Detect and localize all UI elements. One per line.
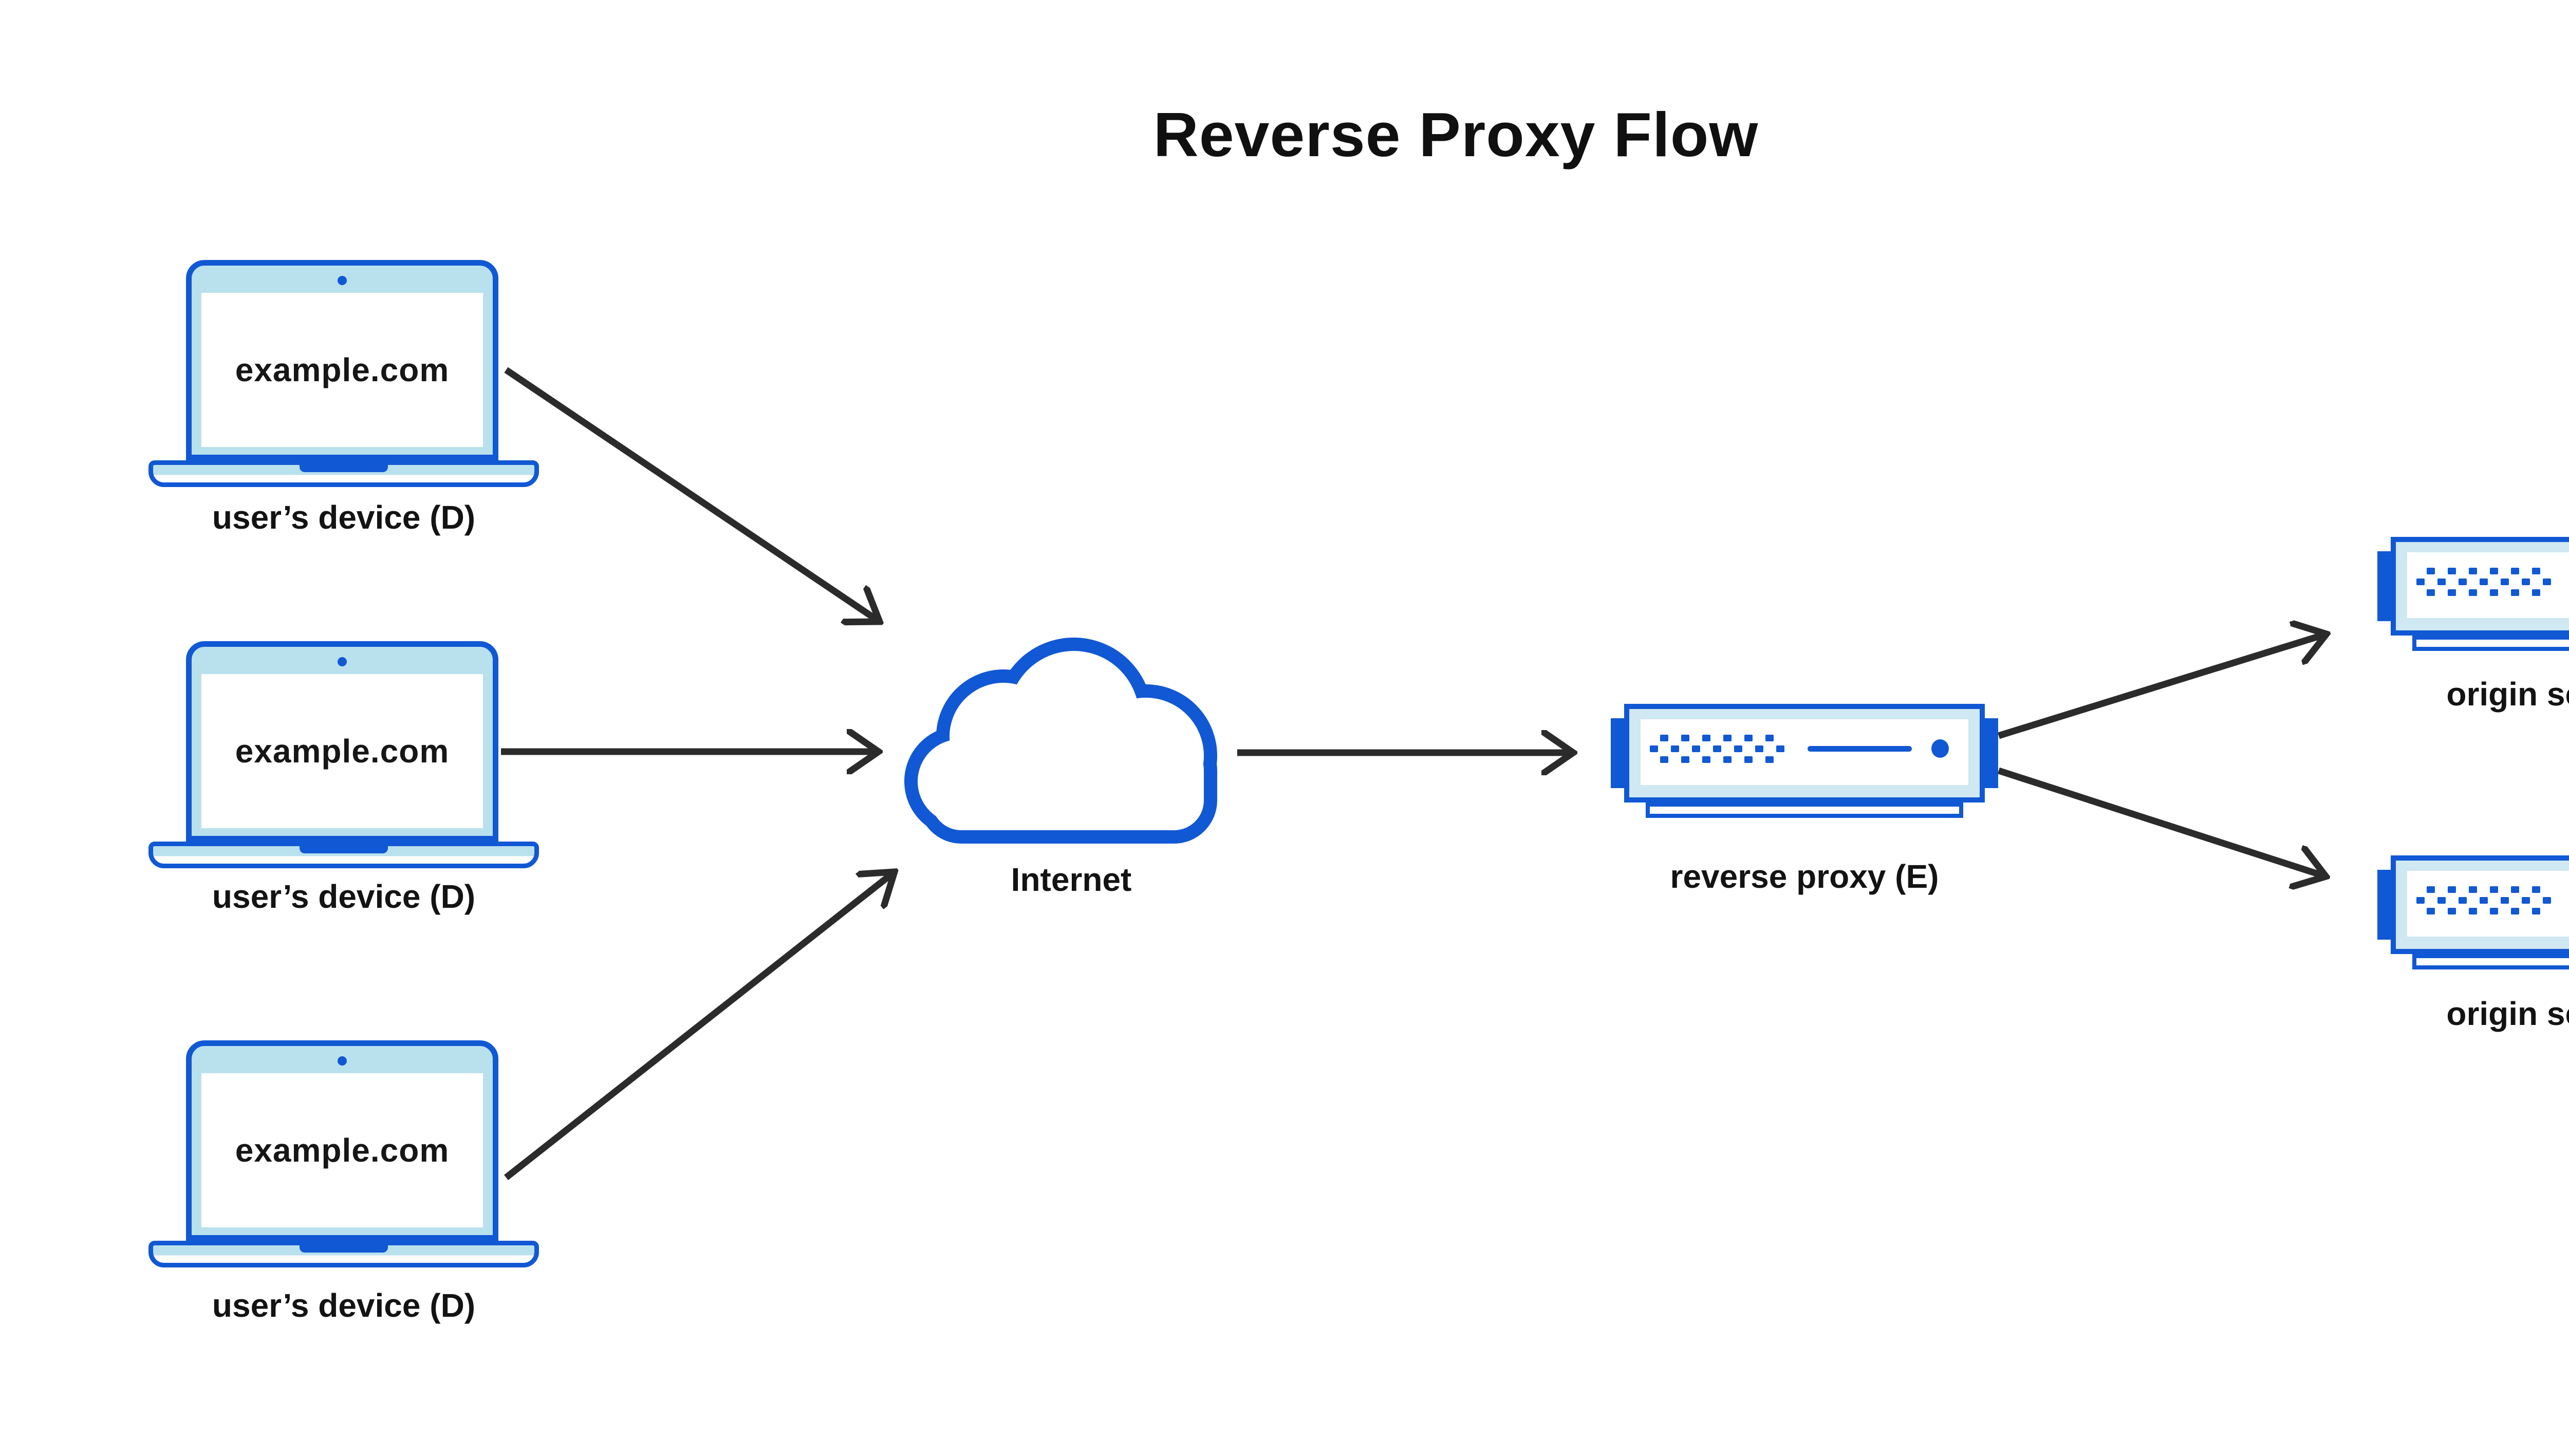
laptop-notch: [300, 1245, 388, 1253]
device3-label: user’s device (D): [212, 1287, 476, 1324]
server-face-detail: [2416, 886, 2551, 914]
server-face: [2407, 552, 2569, 618]
rack-server-icon: [2391, 855, 2569, 954]
rack-server-icon: [2391, 537, 2569, 636]
server-face-detail: [2416, 568, 2551, 596]
internet-label: Internet: [1011, 861, 1132, 898]
laptop-screen: example.com: [201, 674, 483, 828]
camera-dot-icon: [338, 657, 347, 666]
reverse-proxy-label: reverse proxy (E): [1670, 858, 1939, 895]
user-device-2: example.com: [148, 641, 539, 868]
laptop-icon: example.com: [186, 1040, 498, 1241]
server-base: [2412, 636, 2569, 651]
laptop-base: [148, 460, 539, 487]
device2-label: user’s device (D): [212, 878, 476, 915]
page-title: Reverse Proxy Flow: [1153, 100, 1759, 170]
laptop-screen: example.com: [201, 293, 483, 447]
laptop-screen: example.com: [201, 1073, 483, 1227]
origin-server-1-label: origin server (F): [2446, 676, 2569, 713]
arrow-device3-to-internet: [504, 872, 895, 1181]
laptop-base: [148, 1241, 539, 1267]
device3-screen-url: example.com: [235, 1132, 450, 1169]
laptop-icon: example.com: [186, 641, 498, 842]
user-device-1: example.com: [148, 260, 539, 487]
arrow-proxy-to-origin2: [1997, 767, 2326, 876]
camera-dot-icon: [338, 276, 347, 285]
cloud-icon: [904, 638, 1217, 844]
server-face: [2407, 871, 2569, 937]
server-base: [2412, 954, 2569, 969]
laptop-notch: [300, 846, 388, 853]
origin-server-2: [2377, 855, 2569, 969]
reverse-proxy: [1611, 704, 1998, 818]
server-face-detail: [1650, 735, 1949, 763]
camera-dot-icon: [338, 1056, 347, 1066]
arrow-device1-to-internet: [504, 367, 880, 622]
rack-server-icon: [1624, 704, 1985, 802]
server-face: [1641, 719, 1968, 785]
origin-server-2-label: origin server (F): [2446, 995, 2569, 1032]
device1-label: user’s device (D): [212, 499, 476, 536]
server-base: [1646, 802, 1963, 818]
user-device-3: example.com: [148, 1040, 539, 1267]
origin-server-1: [2377, 537, 2569, 651]
device2-screen-url: example.com: [235, 733, 450, 770]
laptop-notch: [300, 465, 388, 472]
laptop-base: [148, 842, 539, 868]
arrow-proxy-to-origin1: [1998, 634, 2326, 739]
device1-screen-url: example.com: [235, 351, 450, 388]
laptop-icon: example.com: [186, 260, 498, 460]
